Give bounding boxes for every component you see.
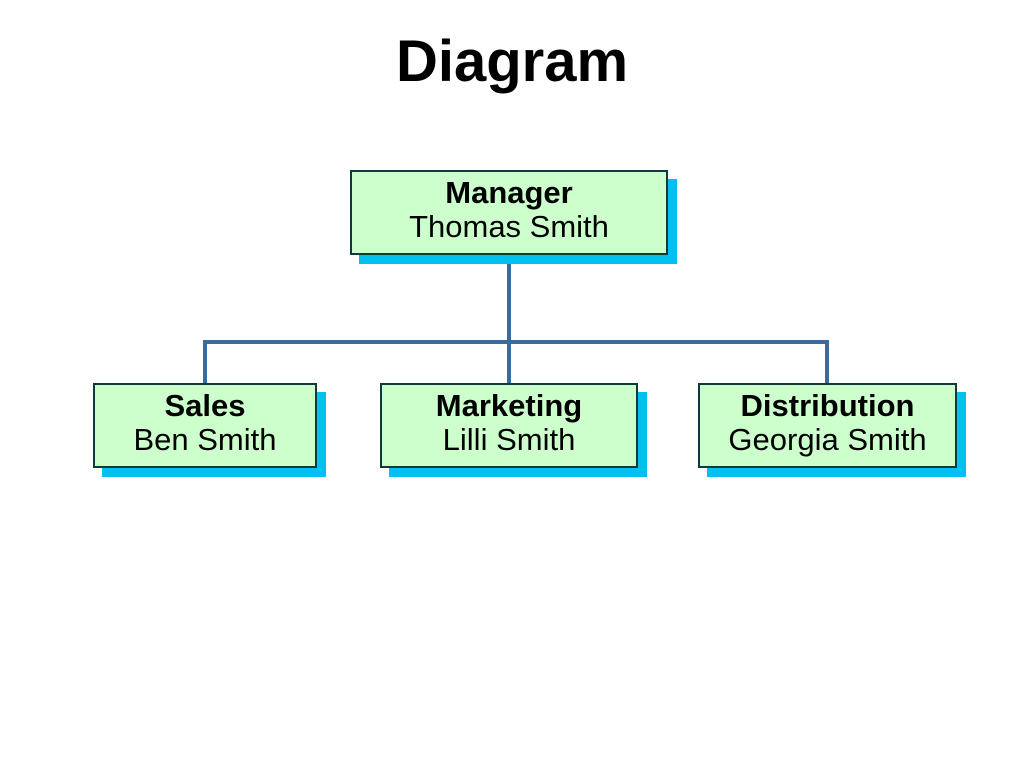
node-person: Lilli Smith	[442, 422, 576, 457]
node-role: Sales	[164, 388, 246, 423]
node-marketing: Marketing Lilli Smith	[380, 383, 638, 468]
node-role: Marketing	[435, 388, 583, 423]
node-distribution: Distribution Georgia Smith	[698, 383, 957, 468]
node-manager: Manager Thomas Smith	[350, 170, 668, 255]
node-person: Georgia Smith	[728, 422, 927, 457]
node-role: Manager	[445, 175, 573, 210]
node-person: Ben Smith	[133, 422, 277, 457]
slide-title: Diagram	[395, 29, 629, 94]
node-role: Distribution	[740, 388, 915, 423]
node-person: Thomas Smith	[409, 209, 609, 244]
node-sales: Sales Ben Smith	[93, 383, 317, 468]
